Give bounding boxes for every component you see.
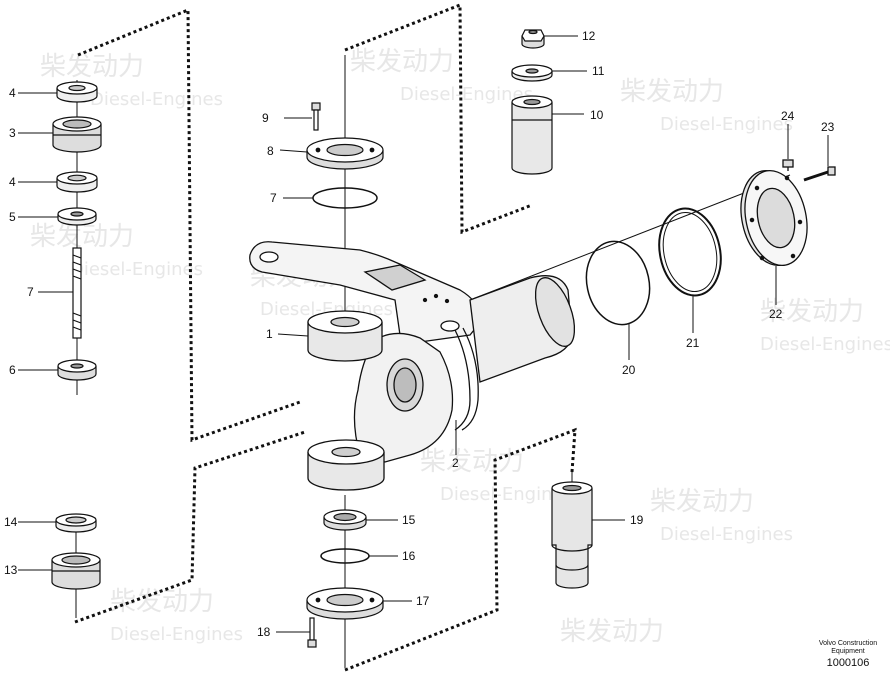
bearing-14 (51, 552, 101, 590)
bolt-23 (803, 166, 836, 182)
left-part-stack (52, 81, 102, 381)
callout-2: 2 (452, 456, 459, 470)
callout-5: 5 (9, 210, 16, 224)
flange-17 (306, 587, 384, 620)
callout-24: 24 (781, 109, 795, 123)
watermark-en: Diesel-Engines (400, 84, 533, 105)
watermark-en: Diesel-Engines (110, 624, 243, 645)
watermark-en: Diesel-Engines (70, 259, 203, 280)
seal-ring-4-top (56, 81, 98, 103)
callout-1: 1 (266, 327, 273, 341)
axis-spindle (469, 174, 791, 301)
callout-23: 23 (821, 120, 835, 134)
callout-7: 7 (27, 285, 34, 299)
bolt-18 (307, 617, 317, 648)
spindle-end (534, 277, 576, 347)
bolt-10 (311, 102, 321, 131)
steering-knuckle (249, 241, 576, 491)
callout-14: 13 (4, 563, 18, 577)
callout-13: 12 (582, 29, 596, 43)
callout-16: 16 (402, 549, 416, 563)
arm-hole-left (259, 251, 279, 263)
top-right-parts (511, 29, 553, 175)
watermark-cn: 柴发动力 (650, 487, 754, 517)
watermark-cn: 柴发动力 (30, 222, 134, 252)
washer-15-center (323, 509, 367, 531)
dashed-line-upper-left (77, 7, 301, 443)
watermark-en: Diesel-Engines (660, 524, 793, 545)
watermark-cn: 柴发动力 (560, 617, 664, 647)
leader-lines (18, 35, 829, 633)
cover-22 (740, 169, 808, 267)
stud-7 (72, 247, 82, 339)
callout-3: 3 (9, 126, 16, 140)
callout-18: 18 (257, 625, 271, 639)
callout-11: 10 (590, 108, 604, 122)
callout-labels: 4 3 4 5 7 6 1 2 9 8 7 10 11 12 14 13 15 … (4, 29, 835, 639)
nut-6 (57, 359, 97, 381)
plug-24 (782, 159, 794, 171)
flange-9 (306, 137, 384, 170)
callout-4: 4 (9, 175, 16, 189)
dashed-line-lower-right (344, 427, 577, 672)
callout-19: 19 (630, 513, 644, 527)
arm-hole-right (440, 320, 460, 332)
watermark-en: Diesel-Engines (760, 334, 890, 355)
callout-22: 22 (769, 307, 783, 321)
upper-kingpin-parts (306, 102, 384, 209)
watermark-layer: 柴发动力 Diesel-Engines 柴发动力 Diesel-Engines … (30, 47, 890, 647)
callout-9: 8 (267, 144, 274, 158)
sleeve-11 (511, 95, 553, 175)
watermark-cn: 柴发动力 (350, 47, 454, 77)
watermark-cn: 柴发动力 (760, 297, 864, 327)
dashed-line-lower-left (74, 430, 306, 624)
bushing-19 (551, 481, 593, 589)
spindle-seal-parts (585, 159, 836, 326)
brand-line-1: Volvo Construction (818, 640, 878, 647)
drawing-number: 1000106 (826, 657, 870, 669)
washer-15-left (55, 513, 97, 533)
watermark-en: Diesel-Engines (440, 484, 573, 505)
watermark-cn: 柴发动力 (420, 447, 524, 477)
lower-kingpin-parts (306, 509, 384, 648)
watermark-cn: 柴发动力 (40, 52, 144, 82)
bearing-seat-lines (454, 329, 471, 431)
arm-pad (363, 264, 427, 291)
callout-12: 11 (592, 64, 605, 78)
watermark-en: Diesel-Engines (90, 89, 223, 110)
o-ring-20 (585, 240, 651, 326)
callout-20: 20 (622, 363, 636, 377)
callout-10: 9 (262, 111, 269, 125)
callout-17: 17 (416, 594, 430, 608)
callout-8: 7 (270, 191, 277, 205)
seal-ring-21 (658, 207, 722, 297)
brand-line-2: Equipment (831, 648, 865, 655)
callout-4: 4 (9, 86, 16, 100)
left-lower-part-stack (51, 513, 101, 590)
nut-13 (521, 29, 545, 49)
watermark-cn: 柴发动力 (620, 77, 724, 107)
washer-12 (511, 64, 553, 82)
bearing-3 (52, 116, 102, 153)
callout-15: 14 (4, 515, 18, 529)
washer-5 (57, 207, 97, 226)
dashed-line-top-center (344, 2, 533, 235)
callout-15: 15 (402, 513, 416, 527)
dashed-assembly-lines (74, 2, 577, 672)
callout-21: 21 (686, 336, 700, 350)
seal-ring-4-middle (56, 171, 98, 193)
steering-arm (249, 241, 481, 343)
watermark-en: Diesel-Engines (660, 114, 793, 135)
callout-6: 6 (9, 363, 16, 377)
